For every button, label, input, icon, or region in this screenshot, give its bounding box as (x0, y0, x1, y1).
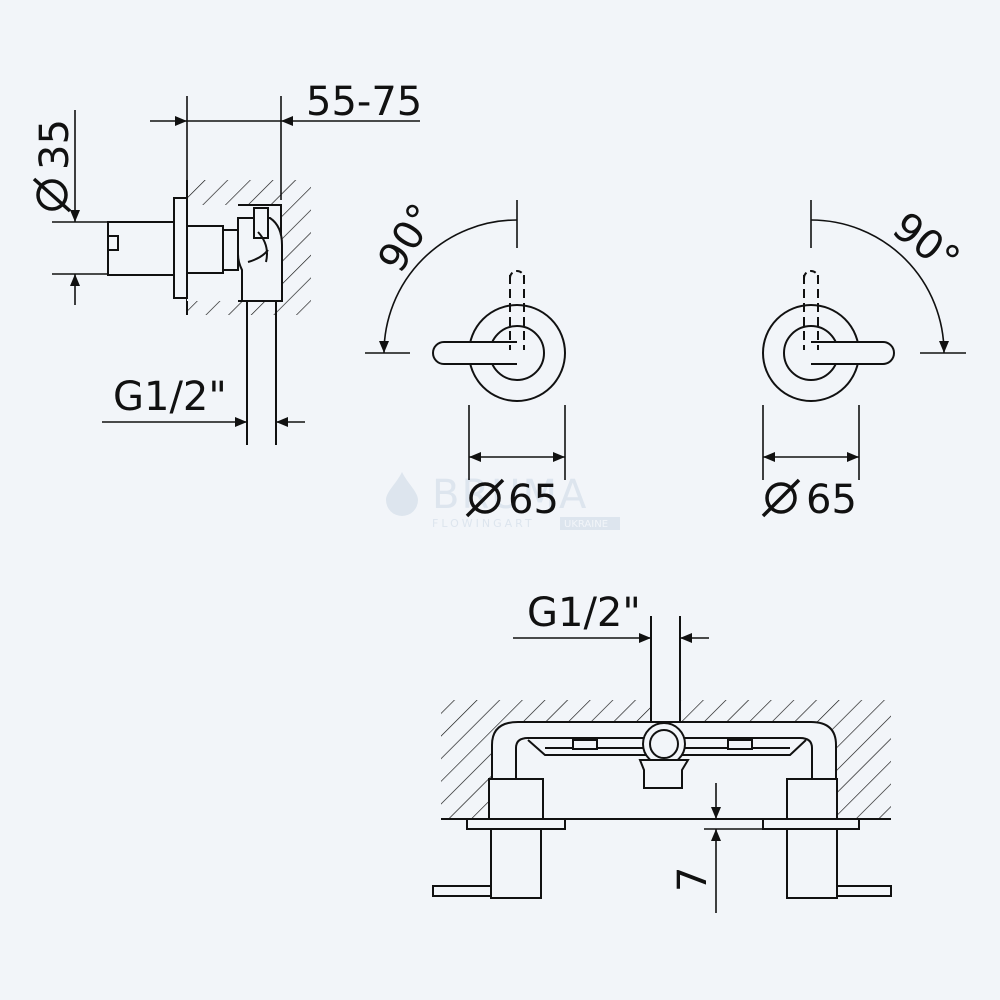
diameter-symbol-right (761, 478, 801, 518)
front-view-left (432, 270, 566, 402)
escutcheon-flange (173, 197, 188, 299)
dimension-lines-bottom (513, 633, 763, 913)
dim-bottom-gap: 7 (670, 867, 716, 892)
watermark-tagline: FLOWINGART (432, 517, 535, 530)
dim-escutcheon-left: 65 (508, 477, 559, 523)
lever-left-plan (432, 885, 492, 897)
front-view-right (762, 270, 895, 402)
bottom-section-view (432, 616, 892, 899)
dimension-lines-left (365, 200, 566, 480)
watermark: BRUMA FLOWINGART UKRAINE (386, 472, 620, 530)
dim-escutcheon-right: 65 (806, 477, 857, 523)
side-section-view (107, 180, 311, 445)
dimension-lines-right (762, 200, 966, 480)
dim-bottom-thread: G1/2" (527, 590, 641, 636)
watermark-region-badge (560, 517, 620, 530)
lever-handle-right (811, 341, 895, 365)
watermark-brand: BRUMA (432, 472, 588, 518)
flange-left (466, 818, 566, 830)
dim-rotation-left: 90° (369, 196, 446, 281)
diameter-symbol-left (465, 478, 505, 518)
dimension-lines-side (52, 96, 420, 427)
dim-side-diameter: 35 (32, 119, 78, 170)
water-drop-icon (386, 472, 418, 516)
flange-right (762, 818, 860, 830)
dim-side-depth: 55-75 (306, 79, 422, 125)
dim-side-thread: G1/2" (113, 374, 227, 420)
lever-handle-left (432, 341, 517, 365)
dim-rotation-right: 90° (884, 204, 968, 284)
watermark-region: UKRAINE (564, 519, 608, 530)
diameter-symbol-side (32, 177, 72, 213)
lever-right-plan (836, 885, 892, 897)
